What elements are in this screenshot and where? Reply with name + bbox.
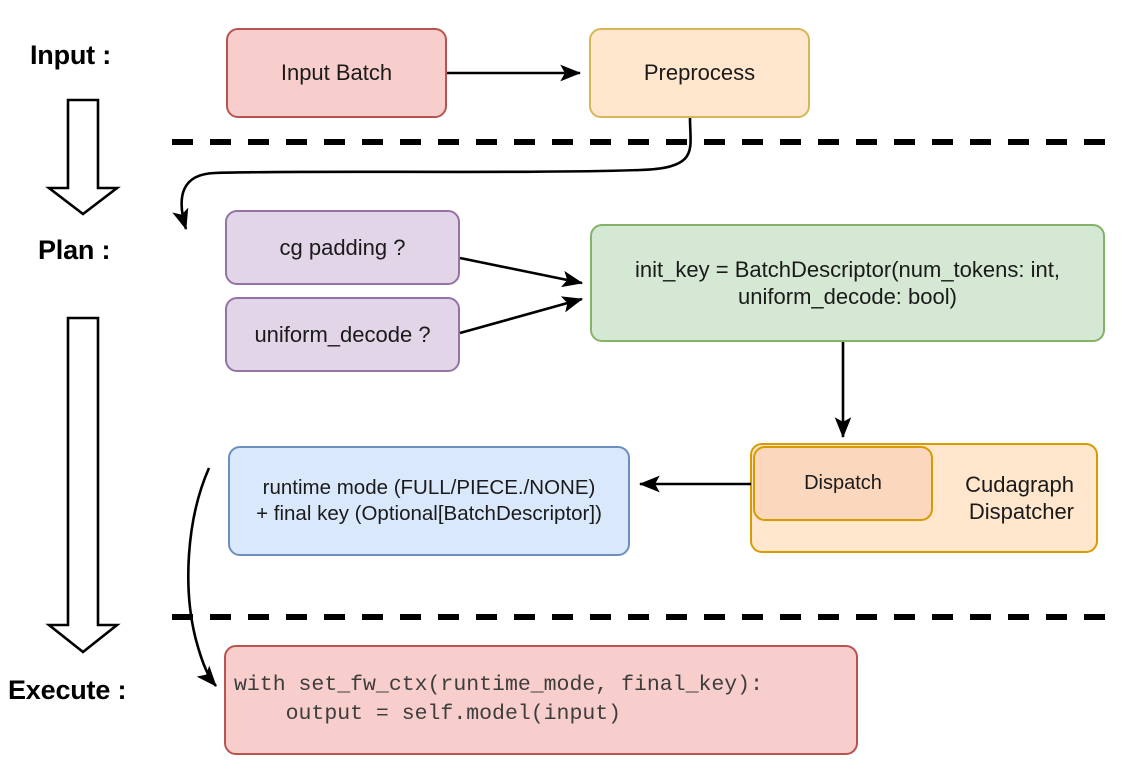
stage-arrow-plan-to-execute [45,316,121,654]
node-runtime-mode-line2: + final key (Optional[BatchDescriptor]) [256,502,602,525]
node-runtime-mode-line1: runtime mode (FULL/PIECE./NONE) [262,476,596,500]
stage-label-input: Input : [30,40,112,70]
edge-runtime-mode-to-code [187,467,217,687]
node-dispatch: Dispatch [753,446,933,521]
node-cudagraph-dispatcher-line2: Dispatcher [968,499,1074,524]
node-preprocess: Preprocess [589,28,810,118]
stage-label-plan: Plan : [38,235,111,265]
node-uniform-decode: uniform_decode ? [225,297,460,372]
node-init-key-line2: uniform_decode: bool) [738,284,957,309]
edge-uniform-decode-to-init-key [459,296,584,335]
node-execute-code-line1: with set_fw_ctx(runtime_mode, final_key)… [234,672,763,697]
node-cg-padding: cg padding ? [225,210,460,285]
node-cg-padding-label: cg padding ? [279,234,406,260]
node-execute-code: with set_fw_ctx(runtime_mode, final_key)… [224,645,858,755]
stage-arrow-input-to-plan [45,98,121,216]
node-input-batch: Input Batch [226,28,447,118]
node-init-key: init_key = BatchDescriptor(num_tokens: i… [590,224,1105,342]
node-input-batch-label: Input Batch [280,60,393,86]
node-uniform-decode-label: uniform_decode ? [254,321,431,347]
node-preprocess-label: Preprocess [643,60,756,86]
edge-cg-padding-to-init-key [459,256,584,288]
node-dispatch-label: Dispatch [804,472,882,494]
node-init-key-line1: init_key = BatchDescriptor(num_tokens: i… [635,256,1060,282]
node-cudagraph-dispatcher-line1: Cudagraph [965,471,1074,497]
stage-label-execute: Execute : [8,675,127,705]
node-execute-code-line2: output = self.model(input) [234,702,622,726]
node-runtime-mode: runtime mode (FULL/PIECE./NONE) + final … [228,446,630,556]
